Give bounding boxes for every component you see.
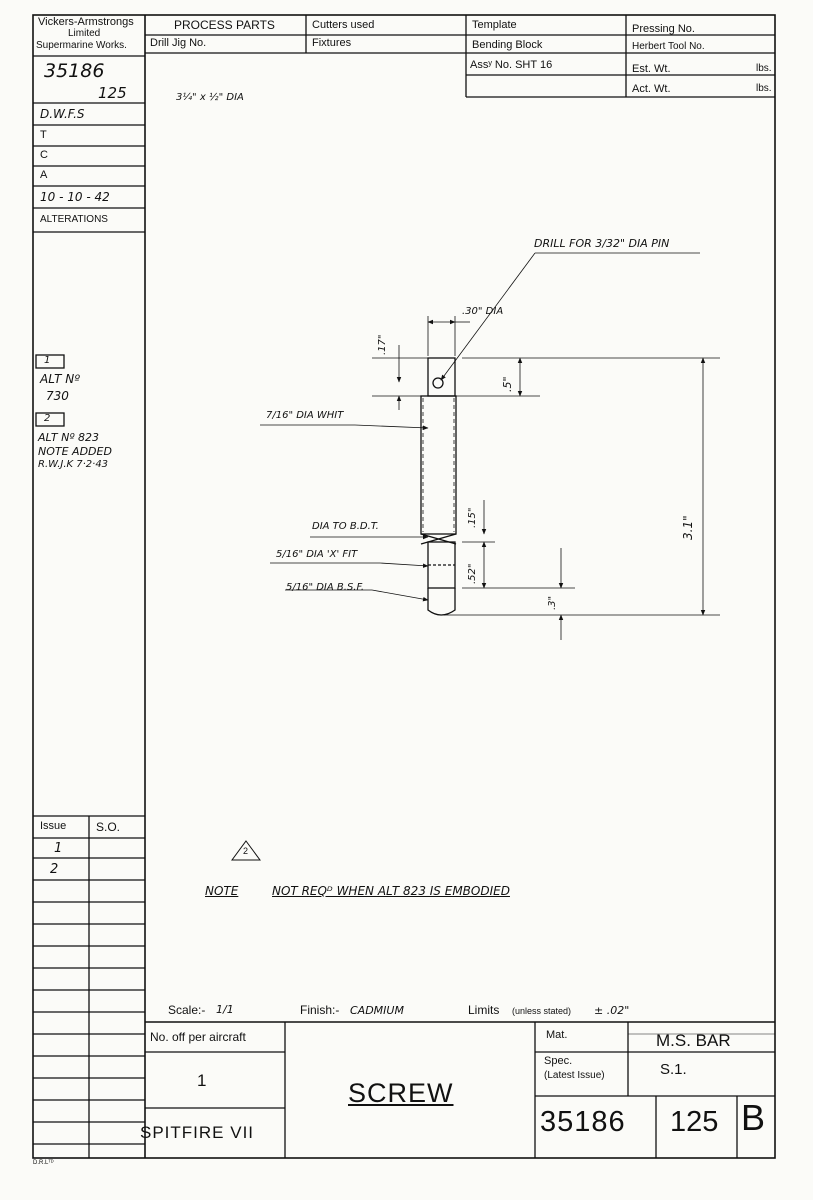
issue-triangle-number: 2 <box>243 846 249 856</box>
drill-jig-label: Drill Jig No. <box>150 37 207 49</box>
stock-size: 3¼" x ½" DIA <box>176 92 244 103</box>
assy-no-label: Assʸ No. SHT 16 <box>470 59 553 71</box>
scale-value: 1/1 <box>216 1003 234 1016</box>
alt2-number: 2 <box>44 413 51 424</box>
company-works: Supermarine Works. <box>36 40 127 51</box>
no-off-value: 1 <box>197 1071 207 1090</box>
finish-value: CADMIUM <box>350 1004 404 1017</box>
dim-31: 3.1" <box>681 515 695 540</box>
t-label: T <box>40 129 47 141</box>
dim-52: .52" <box>467 563 478 584</box>
bsf-label: 5/16" DIA B.S.F. <box>286 582 365 593</box>
dim-5: .5" <box>501 376 514 392</box>
limits-label: Limits <box>468 1003 500 1017</box>
part-number: 125 <box>670 1106 719 1138</box>
issue-letter: B <box>741 1097 766 1138</box>
alt1-line2: 730 <box>46 389 69 403</box>
mat-value: M.S. BAR <box>656 1031 731 1050</box>
drawing-number: 35186 <box>540 1106 626 1138</box>
a-label: A <box>40 169 48 181</box>
drawing-sub: 125 <box>98 84 127 102</box>
dim-15: .15" <box>467 507 478 528</box>
cutters-used-label: Cutters used <box>312 19 375 31</box>
company-limited: Limited <box>68 28 101 39</box>
alt2-line1: ALT Nº 823 <box>38 431 100 444</box>
alt1-number: 1 <box>44 355 51 366</box>
aircraft-name: SPITFIRE VII <box>140 1123 255 1142</box>
fixtures-label: Fixtures <box>312 37 352 49</box>
dia-30-label: .30" DIA <box>462 306 504 317</box>
template-label: Template <box>472 19 517 31</box>
spec-label: Spec. <box>544 1055 573 1067</box>
lbs-label: lbs. <box>756 83 772 94</box>
so-header: S.O. <box>96 820 121 834</box>
alt2-line3: R.W.J.K 7·2·43 <box>38 459 109 470</box>
part-name: SCREW <box>348 1078 454 1108</box>
spec-value: S.1. <box>660 1061 687 1078</box>
limits-note: (unless stated) <box>512 1006 572 1016</box>
est-wt-label: Est. Wt. <box>632 63 671 75</box>
scale-label: Scale:- <box>168 1003 206 1017</box>
act-wt-label: Act. Wt. <box>632 83 671 95</box>
bending-block-label: Bending Block <box>472 39 543 51</box>
issue-row: 1 <box>54 841 63 856</box>
issue-row: 2 <box>50 862 59 877</box>
company-name: Vickers-Armstrongs <box>38 16 134 28</box>
finish-label: Finish:- <box>300 1003 340 1017</box>
note-label: NOTE <box>205 884 239 898</box>
dim-17: .17" <box>377 334 388 355</box>
process-parts-label: PROCESS PARTS <box>174 18 275 32</box>
herbert-tool-label: Herbert Tool No. <box>632 41 705 52</box>
lbs-label: lbs. <box>756 63 772 74</box>
dwfs-label: D.W.F.S <box>40 107 85 121</box>
note-text: NOT REQᴰ WHEN ALT 823 IS EMBODIED <box>272 884 510 898</box>
issue-header: Issue <box>40 820 67 832</box>
spec-sub: (Latest Issue) <box>544 1070 605 1081</box>
date-label: 10 - 10 - 42 <box>40 190 110 204</box>
alt1-line1: ALT Nº <box>40 372 80 386</box>
printer-mark: D.R.Lᵀᴰ <box>33 1160 54 1166</box>
dim-3: .3" <box>547 595 558 610</box>
dia-bdt-label: DIA TO B.D.T. <box>312 521 379 532</box>
alterations-label: ALTERATIONS <box>40 214 108 225</box>
limits-value: ± .02" <box>594 1004 630 1017</box>
drawing-ref: 35186 <box>44 60 105 82</box>
drill-note: DRILL FOR 3/32" DIA PIN <box>534 237 670 250</box>
no-off-label: No. off per aircraft <box>150 1030 246 1044</box>
fit-label: 5/16" DIA 'X' FIT <box>276 549 358 560</box>
alt2-line2: NOTE ADDED <box>38 445 112 458</box>
mat-label: Mat. <box>546 1029 568 1041</box>
pressing-no-label: Pressing No. <box>632 23 695 35</box>
thread-whit-label: 7/16" DIA WHIT <box>266 410 344 421</box>
c-label: C <box>40 149 48 161</box>
